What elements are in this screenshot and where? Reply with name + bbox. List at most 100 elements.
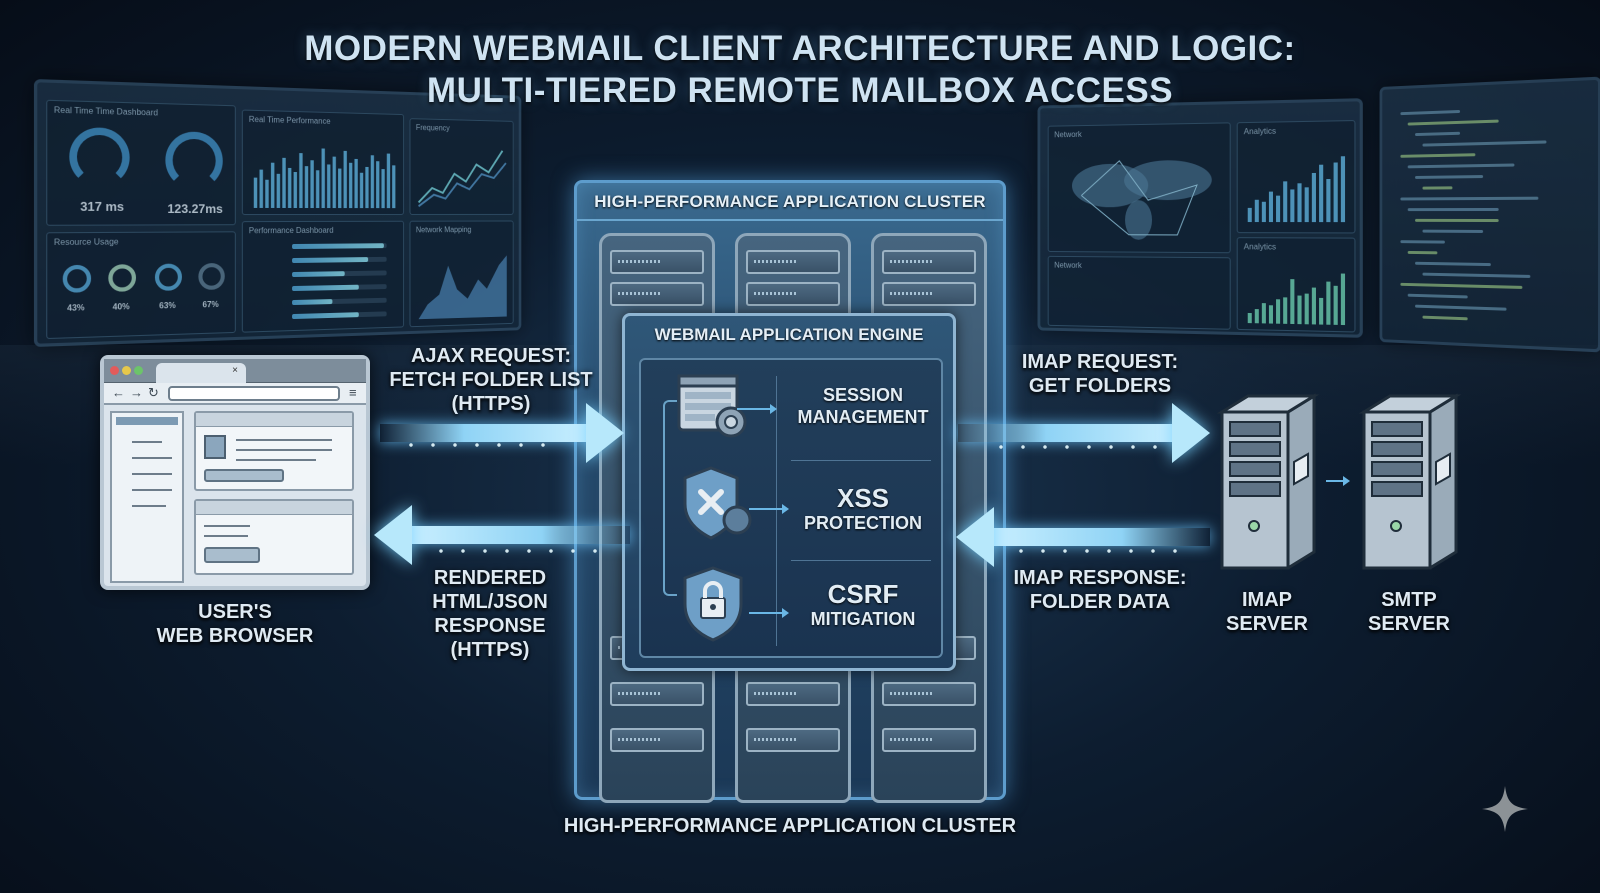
label-line: (HTTPS) [450,639,530,661]
rack-unit [882,250,976,274]
rendered-response-label: RENDERED HTML/JSON RESPONSE (HTTPS) [400,566,580,662]
code-line [1415,175,1484,179]
analytics-bar [1276,299,1281,324]
feature-line: PROTECTION [803,513,922,533]
code-line [1422,140,1547,147]
frequency-panel: Frequency [409,118,514,215]
smtp-server-label: SMTP SERVER [1354,588,1464,636]
analytics-bar [1326,178,1331,223]
ajax-request-flow-arrow [380,424,590,442]
divider [791,560,931,561]
frequency-line-chart [414,135,511,212]
divider-vertical [776,376,777,646]
analytics-bar [1333,162,1338,223]
rack-unit [882,282,976,306]
code-line [1407,250,1438,255]
background-monitor-left: Real Time Time Dashboard 317 ms 123.27ms… [33,78,522,348]
sparkline-bar [259,169,263,208]
network-diagram-panel: Network [1047,255,1231,330]
panel-title: Network [1054,260,1082,270]
browser-label: USER'S WEB BROWSER [120,600,350,648]
panel-title: Resource Usage [53,237,119,248]
label-line: FETCH FOLDER LIST [389,369,593,391]
sparkline-bar [349,162,353,209]
browser-sidebar [110,411,184,583]
analytics-bar [1268,305,1273,324]
browser-gear-icon [677,374,747,438]
panel-title: Analytics [1243,242,1277,252]
performance-hbar [292,284,387,292]
analytics-bar-chart-2 [1247,273,1346,326]
arrow-head-right-icon [1172,403,1210,463]
code-line [1422,272,1531,278]
analytics-bar [1268,191,1273,223]
sparkline-bar [253,177,258,208]
arrow-head-left-icon [374,505,412,565]
address-bar [168,386,340,401]
analytics-bar [1326,281,1331,325]
feature-line: SESSION [822,385,904,405]
rack-unit [746,250,840,274]
imap-server-icon [1216,393,1320,570]
feature-line: XSS [836,483,890,513]
performance-hbar [292,297,387,306]
sparkline-bar [315,170,320,209]
feature-xss-protection: XSS PROTECTION [781,484,945,534]
label-line: SERVER [1368,613,1450,635]
gauge-value: 123.27ms [167,201,223,217]
code-line [1415,218,1499,223]
reload-icon: ↻ [148,385,159,400]
code-line [1400,282,1523,289]
gauge-value: 317 ms [80,199,125,215]
analytics-bar [1283,181,1288,223]
back-arrow-icon: ← [112,385,125,400]
rack-unit [746,282,840,306]
panel-title: Real Time Performance [248,114,331,126]
arrow-right-icon [737,404,777,414]
sparkline-bar [293,171,298,209]
server-link-arrow-icon [1326,476,1350,486]
sparkline-bar [381,169,385,209]
shield-lock-icon [683,566,743,642]
rack-unit [610,250,704,274]
label-line: SERVER [1226,613,1308,635]
imap-request-flow-arrow [958,424,1178,442]
browser-navbar: ← → ↻ ≡ [104,383,366,405]
code-line [1407,293,1468,299]
smtp-server-icon [1358,393,1462,570]
data-particles [430,548,600,554]
performance-hbar [292,311,387,320]
analytics-bar [1290,189,1295,223]
panel-title: Network [1054,129,1082,140]
feature-csrf-mitigation: CSRF MITIGATION [781,580,945,630]
analytics-panel-2: Analytics [1236,237,1356,333]
data-particles [990,444,1160,450]
code-line [1407,163,1515,169]
realtime-dashboard-panel: Real Time Time Dashboard 317 ms 123.27ms [46,99,236,226]
rack-unit [610,682,704,706]
ring-value: 63% [159,300,176,311]
sparkline-bar [321,148,325,209]
imap-response-flow-arrow [990,528,1210,546]
feature-line: MITIGATION [810,609,916,629]
network-map-panel: Network [1047,122,1231,254]
rack-unit [882,682,976,706]
analytics-bar [1333,285,1338,325]
divider [791,460,931,461]
analytics-panel: Analytics [1236,120,1356,234]
sparkline-bar [332,156,336,209]
analytics-bar-chart [1247,156,1346,223]
data-particles [400,442,560,448]
imap-response-label: IMAP RESPONSE: FOLDER DATA [1000,566,1200,614]
forward-arrow-icon: → [130,385,143,400]
label-line: AJAX REQUEST: [410,345,572,367]
analytics-bar [1297,295,1302,325]
rack-unit [882,728,976,752]
analytics-bar [1261,303,1266,324]
bracket-connector [663,400,677,596]
code-line [1400,196,1539,201]
analytics-bar [1247,207,1252,223]
analytics-bar [1261,201,1266,223]
browser-content-card [194,411,354,491]
label-line: RESPONSE [434,615,546,637]
